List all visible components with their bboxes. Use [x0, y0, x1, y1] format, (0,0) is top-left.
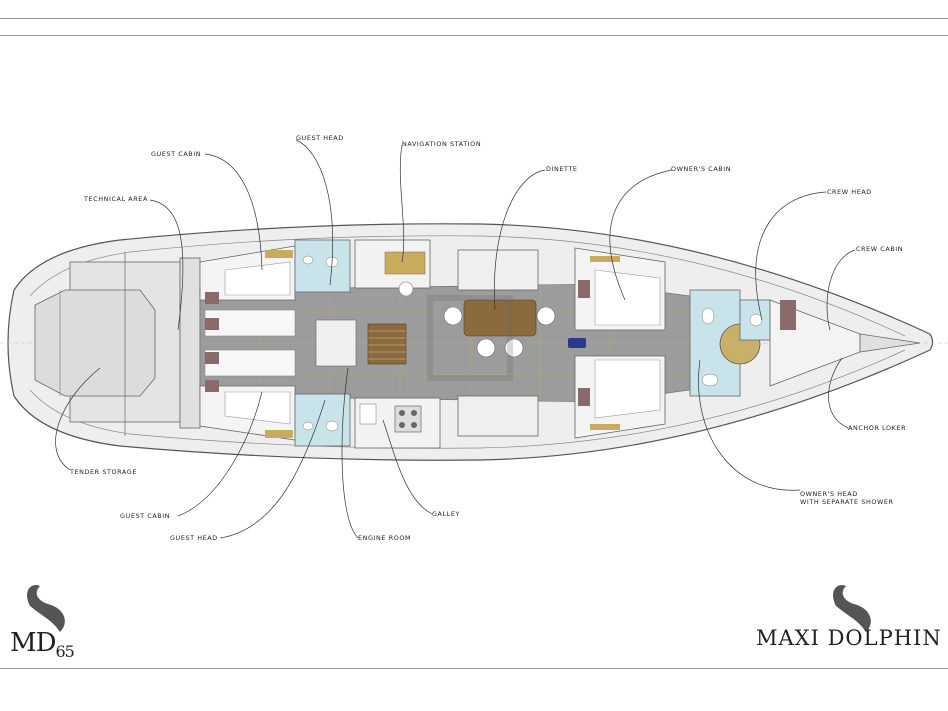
label-crew-cabin: CREW CABIN — [856, 245, 903, 253]
guest-bunk-mid-bottom — [204, 349, 296, 377]
top-rule — [0, 18, 948, 19]
engine-room-cover — [315, 319, 357, 367]
guest-bunk-mid-top — [204, 309, 296, 337]
label-galley: GALLEY — [432, 510, 460, 518]
dinette-chair — [536, 306, 556, 326]
label-technical-area: TECHNICAL AREA — [83, 195, 148, 203]
galley-stove — [394, 405, 422, 433]
dolphin-logo-icon — [27, 584, 65, 632]
label-navigation-station: NAVIGATION STATION — [402, 140, 481, 148]
leader-guest-head-top — [295, 139, 333, 286]
label-crew-head: CREW HEAD — [827, 188, 872, 196]
dinette-table — [463, 299, 537, 337]
leader-crew-cabin — [826, 249, 856, 331]
dolphin-logo-icon — [833, 584, 871, 632]
label-tender-storage: TENDER STORAGE — [69, 468, 137, 476]
dinette-chair — [443, 306, 463, 326]
label-guest-head-bottom: GUEST HEAD — [170, 534, 218, 542]
leader-galley — [382, 419, 433, 515]
watermark-logo — [427, 295, 513, 381]
dinette-chair — [476, 338, 496, 358]
saloon-sofa-bottom — [457, 395, 539, 437]
label-guest-cabin-bottom: GUEST CABIN — [120, 512, 170, 520]
galley-sink — [359, 403, 377, 425]
leader-engine-room — [341, 367, 359, 539]
label-guest-cabin-top: GUEST CABIN — [151, 150, 201, 158]
dinette-chair — [504, 338, 524, 358]
leader-guest-cabin-bottom — [177, 391, 263, 517]
leader-tender-storage — [55, 367, 101, 471]
saloon-sofa-top — [457, 249, 539, 291]
nav-seat — [398, 281, 414, 297]
guest-head-bottom — [294, 393, 351, 447]
leader-owners-cabin — [609, 169, 673, 301]
label-owners-cabin: OWNER'S CABIN — [671, 165, 731, 173]
tender-storage-hatch — [34, 289, 156, 397]
label-engine-room: ENGINE ROOM — [358, 534, 411, 542]
label-dinette: DINETTE — [546, 165, 578, 173]
anchor-locker — [859, 333, 921, 353]
guest-bunk-top — [224, 261, 291, 296]
label-owners-head-line1: OWNER'S HEAD — [800, 490, 858, 498]
leader-anchor-locker — [828, 357, 849, 429]
top-rule-2 — [0, 35, 948, 36]
owners-bed — [594, 269, 661, 326]
bottom-rule — [0, 668, 948, 669]
leader-guest-cabin-top — [204, 153, 263, 271]
leader-navigation-station — [399, 144, 405, 263]
leader-crew-head — [755, 191, 827, 321]
brand-logo: MAXI DOLPHIN — [756, 626, 942, 650]
label-owners-head-line2: WITH SEPARATE SHOWER — [800, 498, 894, 506]
label-anchor-locker: ANCHOR LOKER — [848, 424, 906, 432]
nav-desk — [384, 251, 426, 275]
leader-dinette — [494, 169, 546, 311]
leader-technical-area — [149, 199, 184, 331]
logo-plaque — [568, 338, 586, 348]
crew-locker — [780, 300, 796, 330]
leader-owners-head — [698, 359, 801, 491]
technical-area — [179, 257, 201, 429]
label-guest-head-top: GUEST HEAD — [296, 134, 344, 142]
leader-guest-head-bottom — [219, 399, 326, 539]
model-logo: MD65 — [10, 628, 75, 661]
companionway-stairs — [367, 323, 407, 365]
guest-head-top — [294, 239, 351, 293]
